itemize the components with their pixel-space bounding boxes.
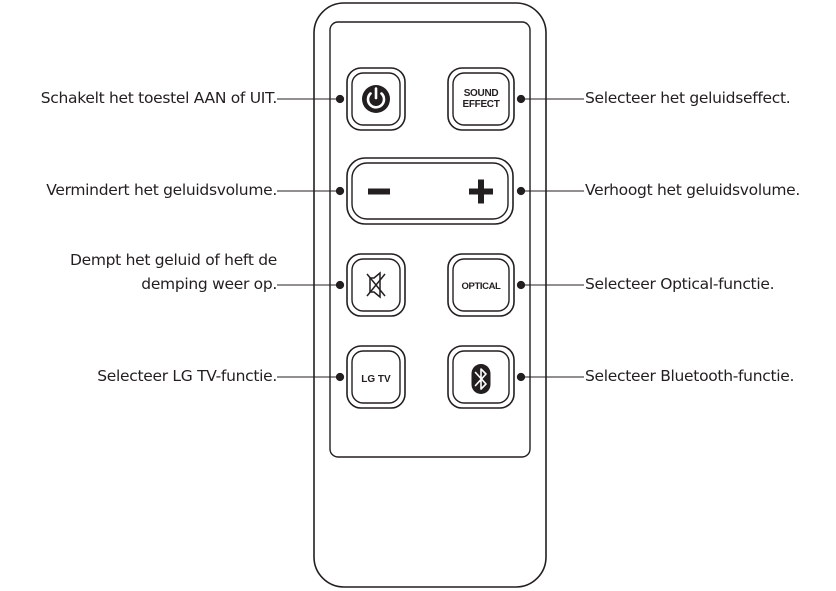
leader-dot-volume-up [516, 186, 526, 196]
power-icon [362, 85, 390, 113]
leader-dot-volume-down [335, 186, 345, 196]
leader-dot-sound-effect [516, 94, 526, 104]
leader-dot-mute [335, 280, 345, 290]
bluetooth-icon [471, 364, 491, 394]
callout-bluetooth: Selecteer Bluetooth-functie. [585, 367, 795, 385]
lgtv-button[interactable]: LG TV [346, 345, 406, 409]
callout-volume-down: Vermindert het geluidsvolume. [46, 181, 277, 199]
leader-dot-lgtv [335, 372, 345, 382]
optical-label: OPTICAL [462, 281, 501, 292]
volume-down-button[interactable] [368, 188, 390, 195]
sound-effect-label-line2: EFFECT [462, 99, 499, 110]
sound-effect-label-line1: SOUND [464, 88, 499, 99]
mute-icon [366, 271, 386, 299]
leader-dot-optical [516, 280, 526, 290]
sound-effect-button[interactable]: SOUND EFFECT [447, 67, 515, 131]
callout-mute-line2: demping weer op. [141, 275, 277, 293]
mute-button[interactable] [346, 253, 406, 317]
optical-button[interactable]: OPTICAL [447, 253, 515, 317]
leader-dot-bluetooth [516, 372, 526, 382]
lgtv-label: LG TV [361, 374, 391, 385]
callout-optical: Selecteer Optical-functie. [585, 275, 775, 293]
leader-dot-power [335, 94, 345, 104]
power-button[interactable] [346, 67, 406, 131]
callout-sound-effect: Selecteer het geluidseffect. [585, 89, 791, 107]
callout-mute-line1: Dempt het geluid of heft de [69, 251, 277, 269]
volume-rocker[interactable] [346, 157, 514, 225]
callout-volume-up: Verhoogt het geluidsvolume. [585, 181, 801, 199]
leader-lines [277, 94, 584, 382]
callout-lgtv: Selecteer LG TV-functie. [97, 367, 277, 385]
volume-up-button[interactable] [469, 179, 493, 204]
callout-power: Schakelt het toestel AAN of UIT. [40, 89, 278, 107]
bluetooth-button[interactable] [447, 345, 515, 409]
